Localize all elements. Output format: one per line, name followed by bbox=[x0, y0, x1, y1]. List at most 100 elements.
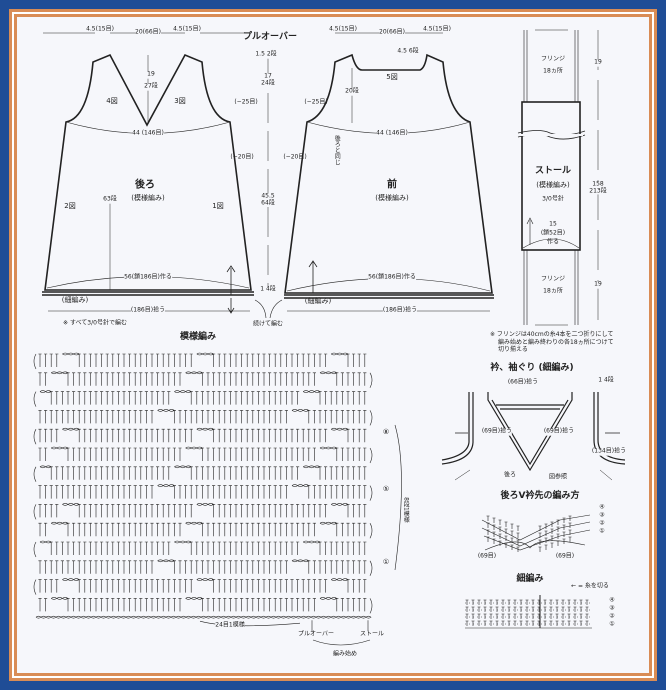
front-pick: (186目)拾う bbox=[382, 306, 418, 315]
dim-d-value: 1 bbox=[260, 285, 265, 293]
vneck-row-2: ② bbox=[599, 519, 605, 527]
stole-chain: (鎖52目) bbox=[540, 229, 566, 238]
chart-row-repeat: 8段1模様 bbox=[402, 497, 410, 523]
collar-diagram bbox=[441, 392, 626, 481]
front-shoulder-left: 4.5(15目) bbox=[329, 25, 357, 33]
back-rows: 63段 bbox=[103, 195, 117, 204]
fringe-note-line: ※ フリンジは40cmの糸4本を二つ折りにして bbox=[490, 331, 614, 338]
dim-c-value: 45.5 bbox=[261, 192, 275, 200]
front-arrow bbox=[308, 260, 318, 293]
chart-row-1: ① bbox=[382, 558, 390, 567]
front-piece-outline bbox=[284, 53, 493, 294]
sc-row-2: ② bbox=[609, 612, 615, 620]
back-fig1: 1図 bbox=[212, 202, 224, 211]
collar-title: 衿、袖ぐり (細編み) bbox=[490, 363, 574, 374]
sc-cut-legend: ← = 糸を切る bbox=[571, 582, 609, 590]
stole-length-value: 158 bbox=[592, 180, 604, 188]
back-edge: (細編み) bbox=[61, 296, 89, 305]
fringe-bottom bbox=[523, 250, 579, 326]
sc-row-1: ① bbox=[609, 620, 615, 628]
front-armhole-dec: (−25目) bbox=[304, 98, 328, 106]
front-edge: (細編み) bbox=[304, 297, 332, 306]
front-neck-depth: 4.5 6段 bbox=[397, 47, 419, 56]
pattern-sheet bbox=[17, 17, 649, 673]
stole-body bbox=[521, 101, 581, 251]
stole-width: 15 bbox=[549, 220, 557, 228]
fringe-bottom-count: 18ヵ所 bbox=[543, 287, 563, 295]
collar-rows-label: 4段 bbox=[603, 376, 614, 384]
stole-hook: 3/0号針 bbox=[542, 195, 564, 203]
fringe-bottom-length: 19 bbox=[594, 280, 602, 289]
sc-row-3: ③ bbox=[609, 604, 615, 612]
back-fig3: 3図 bbox=[174, 97, 186, 106]
front-hem-band bbox=[284, 294, 494, 299]
back-fig4: 4図 bbox=[106, 97, 118, 106]
stitch-symbols bbox=[33, 352, 373, 632]
collar-rows: 1 4段 bbox=[598, 376, 614, 385]
back-shoulder-right: 4.5(15目) bbox=[173, 25, 201, 33]
fringe-top-count: 18ヵ所 bbox=[543, 67, 563, 75]
front-chain: 56(鎖186目)作る bbox=[368, 273, 416, 282]
fringe-top-length: 19 bbox=[594, 58, 602, 67]
repeat-bracket bbox=[394, 424, 402, 571]
dim-d-rows: 4段 bbox=[265, 285, 276, 293]
vneck-stitch-chart bbox=[481, 514, 591, 551]
dim-a-value: 1.5 bbox=[255, 50, 265, 58]
collar-see-fig: 図参照 bbox=[548, 473, 568, 481]
front-width: 44 (146目) bbox=[376, 129, 408, 138]
sc-title: 細編み bbox=[516, 574, 544, 585]
continue-note: 続けて編む bbox=[252, 320, 284, 328]
stole-pattern: (模様編み) bbox=[536, 181, 570, 190]
collar-pick-neck: (66目)拾う bbox=[507, 378, 539, 386]
front-neck-width: 20(66目) bbox=[379, 28, 405, 37]
pullover-title: プルオーバー bbox=[243, 32, 297, 43]
back-v-rows: 27段 bbox=[144, 82, 158, 91]
dim-b-rows: 24段 bbox=[261, 79, 275, 86]
fringe-note-line: 切り揃える bbox=[498, 346, 528, 353]
note-hook: ※ すべて3/0号針で編む bbox=[63, 319, 127, 327]
stole-rows: 213段 bbox=[589, 187, 607, 194]
chart-start: 編み始め bbox=[332, 650, 358, 658]
front-neck-depth-value: 4.5 bbox=[397, 47, 407, 55]
fringe-note-line: 編み始めと編み終わりの各18ヵ所につけて bbox=[498, 338, 614, 346]
front-label: 前 bbox=[387, 179, 397, 191]
collar-pick-v-left: (69目)拾う bbox=[481, 427, 513, 436]
start-bracket bbox=[312, 639, 371, 646]
dim-b-value: 17 bbox=[264, 72, 272, 80]
back-pick: (186目)拾う bbox=[130, 306, 166, 315]
front-fig5: 5図 bbox=[386, 73, 398, 82]
front-side-dec: (−20目) bbox=[283, 153, 307, 161]
front-neck-rows: 6段 bbox=[408, 47, 419, 55]
vneck-right: (69目) bbox=[555, 552, 575, 560]
back-label: 後ろ bbox=[135, 179, 155, 191]
stole-make: 作る bbox=[546, 238, 560, 246]
collar-back: 後ろ bbox=[503, 471, 517, 479]
dim-a: 1.5 2段 bbox=[255, 50, 277, 59]
vneck-left: (69目) bbox=[477, 552, 497, 560]
fringe-top-label: フリンジ bbox=[540, 55, 566, 63]
vneck-row-4: ④ bbox=[599, 503, 605, 511]
back-piece-outline bbox=[44, 53, 252, 291]
back-width: 44 (146目) bbox=[132, 129, 164, 138]
front-shoulder-right: 4.5(15目) bbox=[423, 25, 451, 33]
sc-stitch-chart bbox=[465, 595, 592, 629]
back-shoulder-left: 4.5(15目) bbox=[86, 25, 114, 33]
back-hem-band bbox=[42, 291, 254, 296]
collar-rows-n: 1 bbox=[598, 376, 603, 384]
collar-pick-armhole: (134目)拾う bbox=[591, 447, 627, 456]
back-neck-width: 20(66目) bbox=[135, 28, 161, 37]
front-pattern: (模様編み) bbox=[375, 194, 409, 203]
dim-c-rows: 64段 bbox=[261, 199, 275, 206]
dim-a-rows: 2段 bbox=[266, 50, 277, 58]
back-chain: 56(鎖186目)作る bbox=[124, 273, 172, 282]
fringe-bottom-label: フリンジ bbox=[540, 275, 566, 283]
vneck-row-3: ③ bbox=[599, 511, 605, 519]
stole-arrow bbox=[522, 217, 580, 249]
stitch-chart bbox=[33, 352, 589, 632]
chart-start-pullover: プルオーバー bbox=[298, 630, 334, 638]
stole-break-gap bbox=[519, 134, 583, 136]
chart-start-stole: ストール bbox=[359, 630, 385, 638]
